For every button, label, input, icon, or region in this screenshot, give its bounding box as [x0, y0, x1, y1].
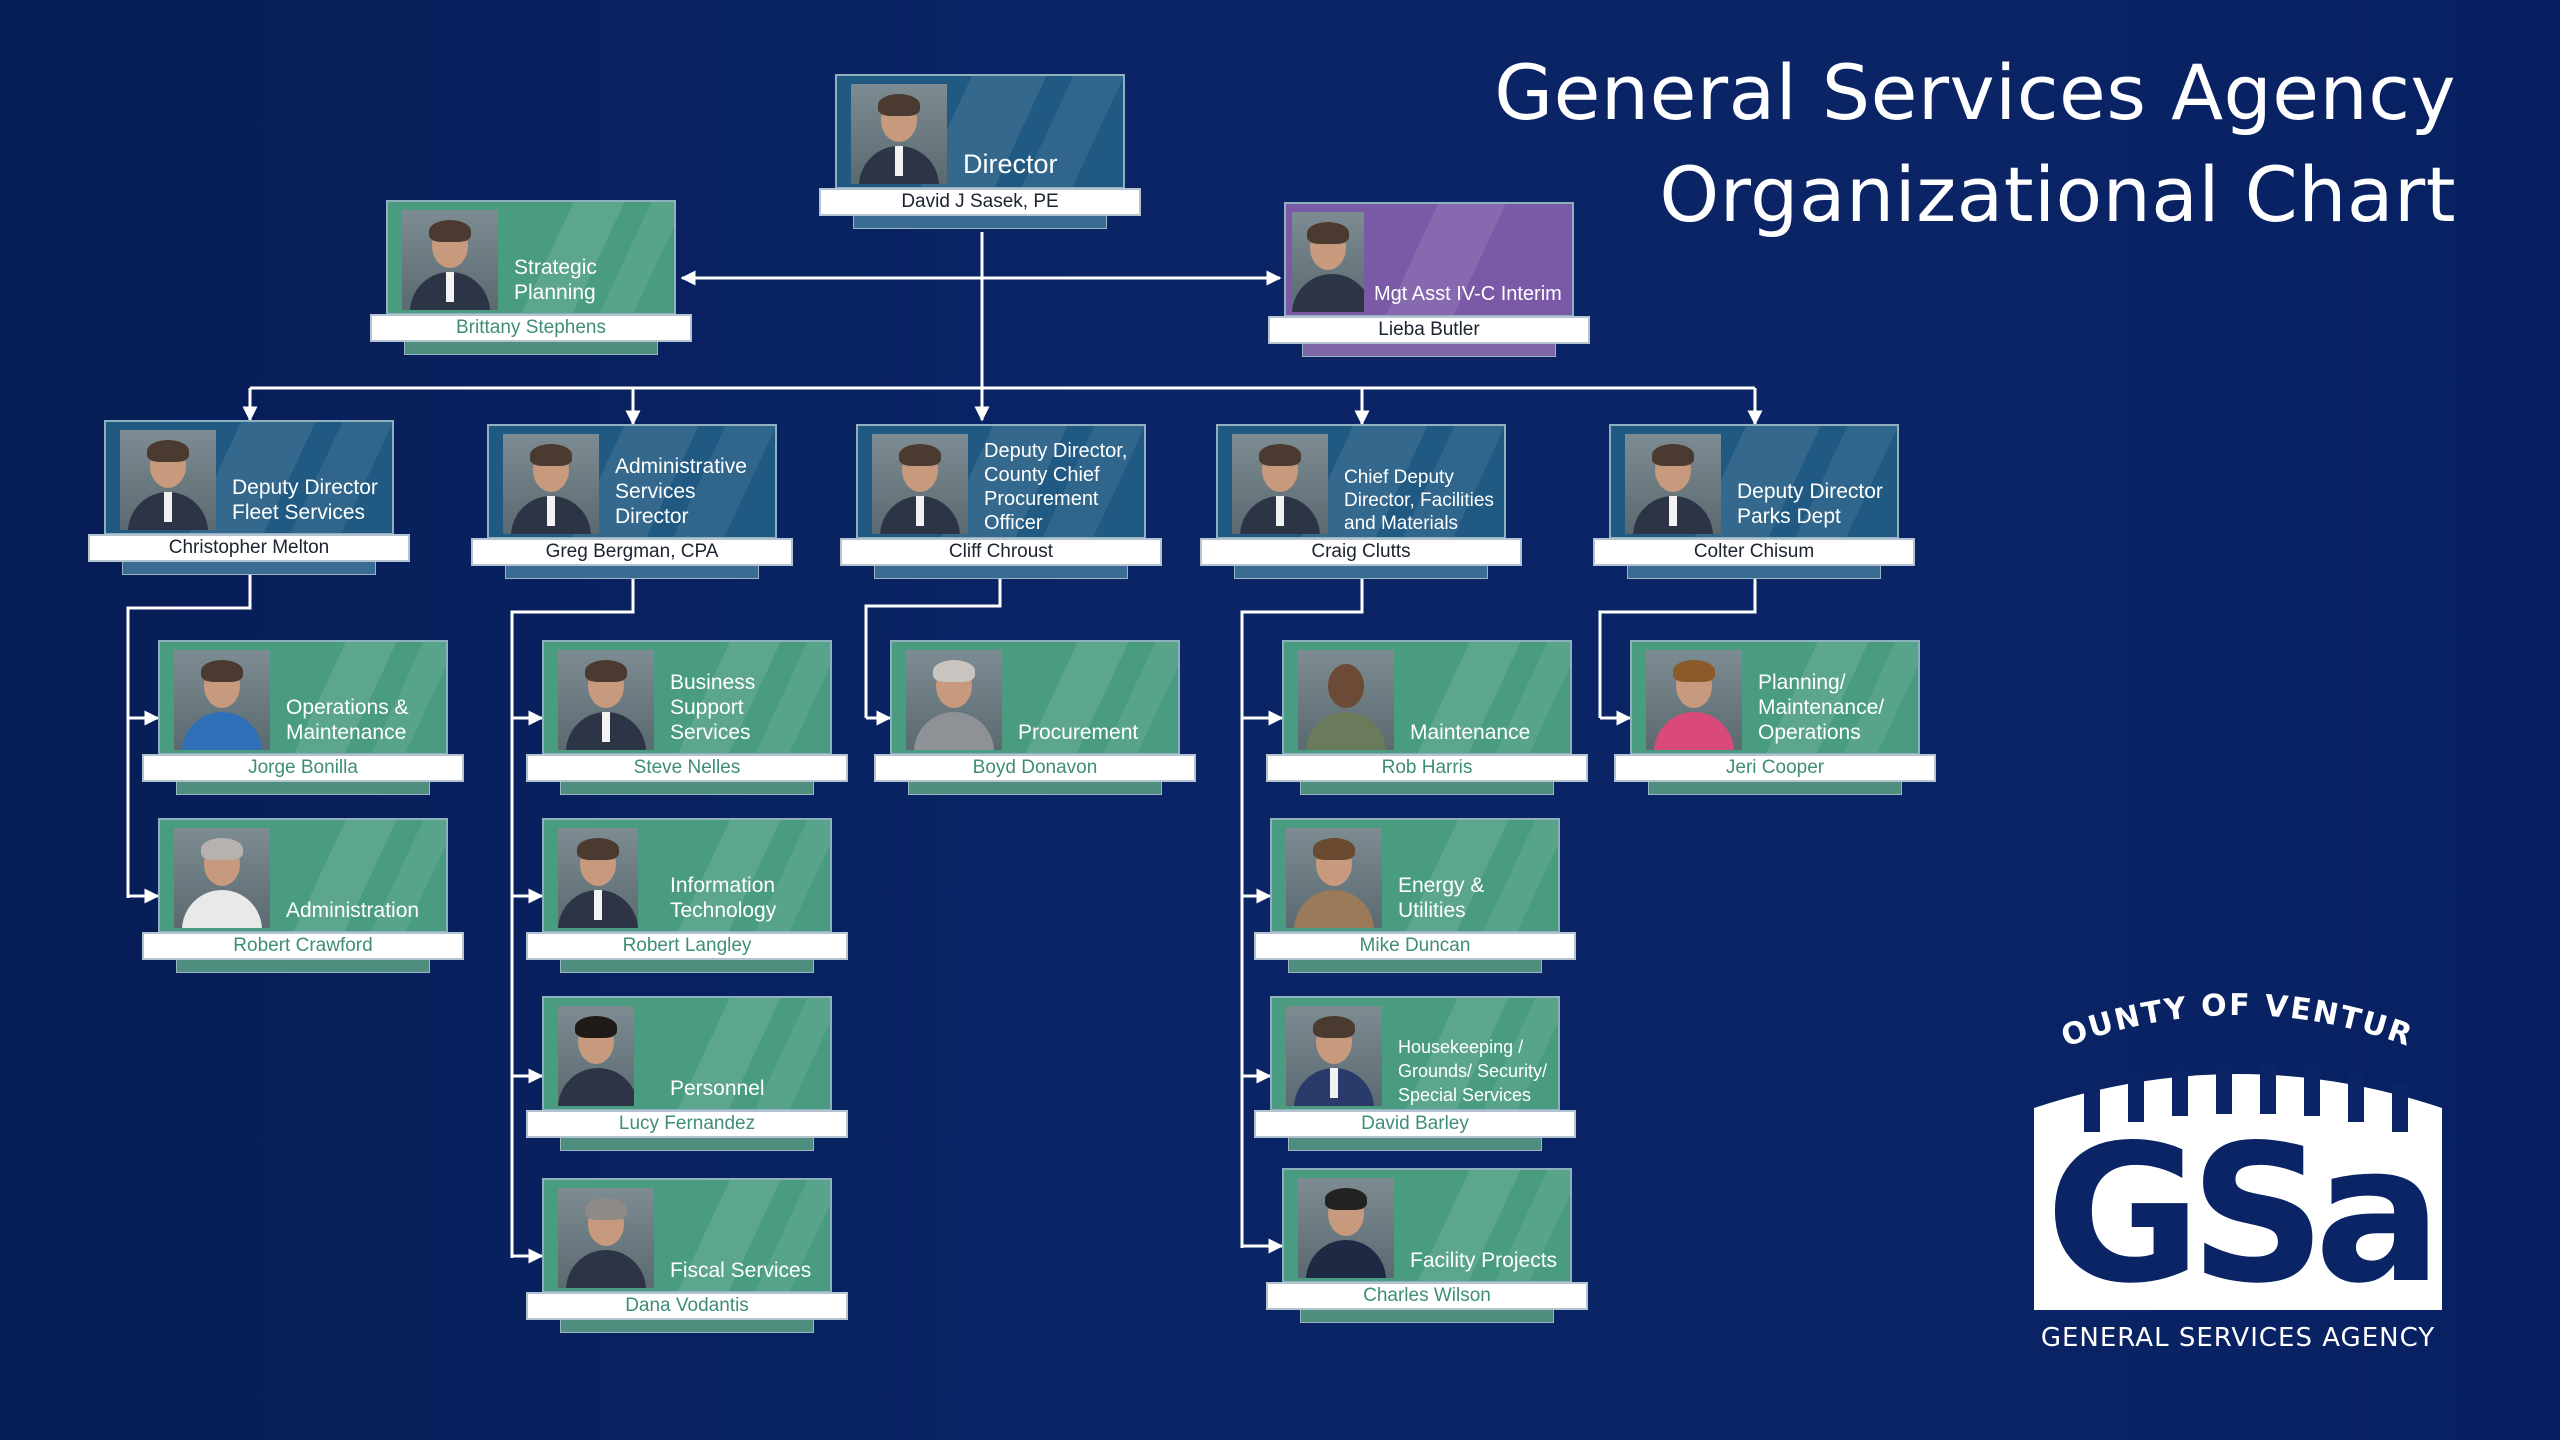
- name-mgt-asst: Lieba Butler: [1268, 316, 1590, 344]
- photo-housekeeping: [1286, 1006, 1382, 1106]
- photo-fleet-services: [120, 430, 216, 530]
- role-planning: Planning/ Maintenance/ Operations: [1758, 671, 1885, 744]
- card-business-support: Business Support Services Steve Nelles: [526, 640, 848, 795]
- photo-procurement: [906, 650, 1002, 750]
- card-energy-utilities: Energy & Utilities Mike Duncan: [1254, 818, 1576, 973]
- photo-facility-projects: [1298, 1178, 1394, 1278]
- title-line-1: General Services Agency: [1494, 48, 2456, 137]
- role-fiscal-services: Fiscal Services: [670, 1259, 812, 1282]
- name-director: David J Sasek, PE: [819, 188, 1141, 216]
- logo-dome: [2034, 1074, 2442, 1310]
- photo-procurement-director: [872, 434, 968, 534]
- name-fleet-services: Christopher Melton: [88, 534, 410, 562]
- card-ops-maint: Operations & Maintenance Jorge Bonilla: [142, 640, 464, 795]
- role-director: Director: [963, 149, 1058, 179]
- role-strategic-planning: Strategic Planning: [514, 256, 597, 304]
- card-housekeeping: Housekeeping / Grounds/ Security/ Specia…: [1254, 996, 1576, 1151]
- photo-administration: [174, 828, 270, 928]
- title-line-2: Organizational Chart: [1659, 150, 2456, 239]
- card-parks-director: Deputy Director Parks Dept Colter Chisum: [1593, 424, 1915, 579]
- name-parks-director: Colter Chisum: [1593, 538, 1915, 566]
- name-administration: Robert Crawford: [142, 932, 464, 960]
- card-facilities-director: Chief Deputy Director, Facilities and Ma…: [1200, 424, 1522, 579]
- card-director: Director David J Sasek, PE: [819, 74, 1141, 229]
- card-fleet-services: Deputy Director Fleet Services Christoph…: [88, 420, 410, 575]
- photo-mgt-asst: [1292, 212, 1364, 312]
- role-procurement: Procurement: [1018, 721, 1139, 744]
- card-mgt-asst: Mgt Asst IV-C Interim Lieba Butler: [1268, 202, 1590, 357]
- role-personnel: Personnel: [670, 1077, 765, 1100]
- role-business-support: Business Support Services: [670, 671, 756, 744]
- photo-energy-utilities: [1286, 828, 1382, 928]
- card-planning: Planning/ Maintenance/ Operations Jeri C…: [1614, 640, 1936, 795]
- photo-information-technology: [558, 828, 638, 928]
- name-maintenance: Rob Harris: [1266, 754, 1588, 782]
- role-admin-services: Administrative Services Director: [615, 455, 747, 528]
- photo-facilities-director: [1232, 434, 1328, 534]
- card-personnel: Personnel Lucy Fernandez: [526, 996, 848, 1151]
- name-facility-projects: Charles Wilson: [1266, 1282, 1588, 1310]
- connector-facilities-spine: [1240, 578, 1364, 1248]
- name-planning: Jeri Cooper: [1614, 754, 1936, 782]
- logo-top-text: COUNTY OF VENTURA: [2028, 990, 2418, 1054]
- card-procurement-director: Deputy Director, County Chief Procuremen…: [840, 424, 1162, 579]
- photo-planning: [1646, 650, 1742, 750]
- photo-parks-director: [1625, 434, 1721, 534]
- role-procurement-director: Deputy Director, County Chief Procuremen…: [984, 440, 1128, 534]
- connector-parks-spine: [1598, 578, 1757, 718]
- photo-admin-services: [503, 434, 599, 534]
- connector-fleet-spine: [126, 572, 252, 898]
- name-energy-utilities: Mike Duncan: [1254, 932, 1576, 960]
- photo-strategic-planning: [402, 210, 498, 310]
- card-admin-services: Administrative Services Director Greg Be…: [471, 424, 793, 579]
- connector-procurement-spine: [864, 578, 1002, 718]
- photo-director: [851, 84, 947, 184]
- gsa-logo: COUNTY OF VENTURA GSa GENERAL SERVICES A…: [2028, 990, 2443, 1353]
- role-parks-director: Deputy Director Parks Dept: [1737, 480, 1883, 528]
- photo-personnel: [558, 1006, 634, 1106]
- role-facility-projects: Facility Projects: [1410, 1249, 1558, 1272]
- role-energy-utilities: Energy & Utilities: [1398, 874, 1485, 922]
- role-administration: Administration: [286, 899, 420, 922]
- card-information-technology: Information Technology Robert Langley: [526, 818, 848, 973]
- card-maintenance: Maintenance Rob Harris: [1266, 640, 1588, 795]
- role-facilities-director: Chief Deputy Director, Facilities and Ma…: [1344, 467, 1494, 534]
- name-procurement: Boyd Donavon: [874, 754, 1196, 782]
- logo-letters: GSa: [2045, 1104, 2430, 1325]
- card-administration: Administration Robert Crawford: [142, 818, 464, 973]
- photo-fiscal-services: [558, 1188, 654, 1288]
- card-facility-projects: Facility Projects Charles Wilson: [1266, 1168, 1588, 1323]
- photo-maintenance: [1298, 650, 1394, 750]
- name-housekeeping: David Barley: [1254, 1110, 1576, 1138]
- card-strategic-planning: Strategic Planning Brittany Stephens: [370, 200, 692, 355]
- name-personnel: Lucy Fernandez: [526, 1110, 848, 1138]
- role-ops-maint: Operations & Maintenance: [286, 696, 409, 744]
- card-fiscal-services: Fiscal Services Dana Vodantis: [526, 1178, 848, 1333]
- role-fleet-services: Deputy Director Fleet Services: [232, 476, 378, 524]
- connector-admin-spine: [510, 578, 635, 1258]
- name-fiscal-services: Dana Vodantis: [526, 1292, 848, 1320]
- role-mgt-asst: Mgt Asst IV-C Interim: [1374, 283, 1562, 305]
- photo-business-support: [558, 650, 654, 750]
- name-ops-maint: Jorge Bonilla: [142, 754, 464, 782]
- photo-ops-maint: [174, 650, 270, 750]
- logo-bottom-text: GENERAL SERVICES AGENCY: [2041, 1323, 2435, 1353]
- role-information-technology: Information Technology: [670, 874, 777, 922]
- card-procurement: Procurement Boyd Donavon: [874, 640, 1196, 795]
- name-facilities-director: Craig Clutts: [1200, 538, 1522, 566]
- page-title: General Services Agency Organizational C…: [1356, 42, 2456, 246]
- name-strategic-planning: Brittany Stephens: [370, 314, 692, 342]
- role-maintenance: Maintenance: [1410, 721, 1531, 744]
- role-housekeeping: Housekeeping / Grounds/ Security/ Specia…: [1398, 1037, 1548, 1105]
- name-procurement-director: Cliff Chroust: [840, 538, 1162, 566]
- name-admin-services: Greg Bergman, CPA: [471, 538, 793, 566]
- name-information-technology: Robert Langley: [526, 932, 848, 960]
- name-business-support: Steve Nelles: [526, 754, 848, 782]
